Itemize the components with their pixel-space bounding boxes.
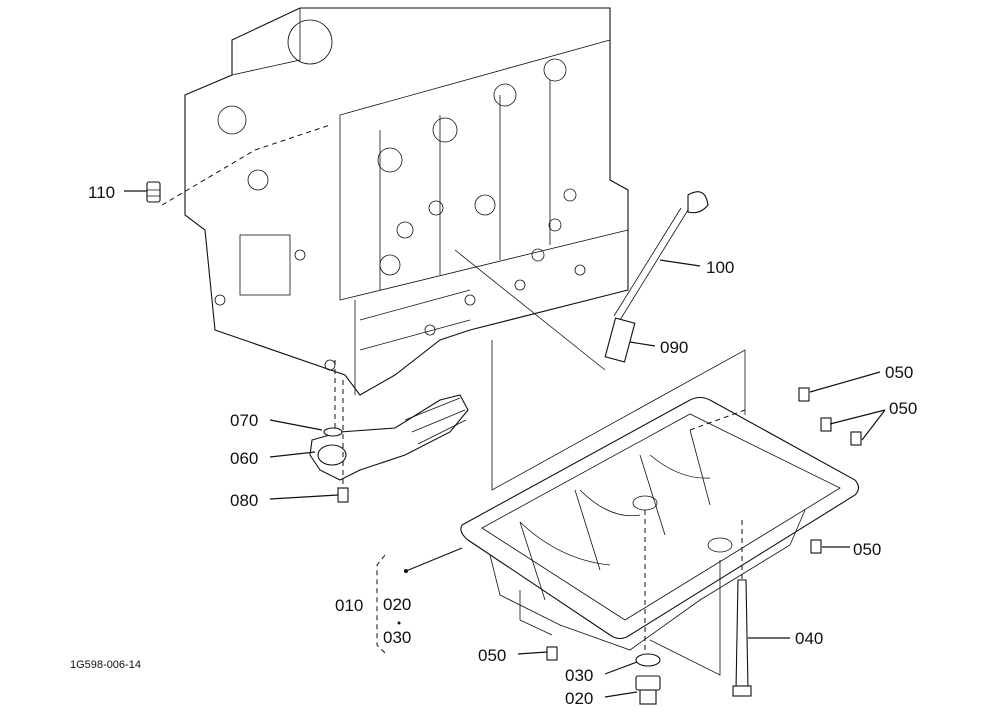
callout-030: 030 — [383, 628, 411, 647]
callout-labels: 110 100 090 050 050 050 070 060 080 010 … — [88, 183, 917, 708]
callout-040: 040 — [795, 629, 823, 648]
callout-050: 050 — [885, 363, 913, 382]
callout-110: 110 — [88, 183, 115, 202]
dipstick — [604, 191, 709, 363]
callout-020: 020 — [565, 689, 593, 708]
oil-pan — [460, 396, 860, 651]
o-ring — [323, 427, 343, 437]
assembly-bracket-010 — [376, 554, 388, 656]
bolt-080 — [337, 487, 349, 503]
callout-050: 050 — [853, 540, 881, 559]
callout-080: 080 — [230, 491, 258, 510]
engine-block — [184, 7, 629, 396]
callout-020: 020 — [383, 595, 411, 614]
leader-lines — [124, 190, 886, 698]
callout-030: 030 — [565, 666, 593, 685]
callout-050: 050 — [478, 646, 506, 665]
callout-060: 060 — [230, 449, 258, 468]
callout-100: 100 — [706, 258, 734, 277]
callout-070: 070 — [230, 411, 258, 430]
oil-strainer — [309, 394, 469, 503]
callout-090: 090 — [660, 338, 688, 357]
callout-050: 050 — [889, 399, 917, 418]
bolt-040 — [732, 579, 752, 697]
drawing-code: 1G598-006-14 — [70, 659, 141, 671]
drain-plug — [635, 653, 661, 705]
callout-010: 010 — [335, 596, 363, 615]
assembly-lines — [161, 124, 746, 676]
plug-110 — [146, 181, 161, 203]
washer-030 — [635, 653, 661, 667]
small-bolts — [546, 387, 862, 661]
